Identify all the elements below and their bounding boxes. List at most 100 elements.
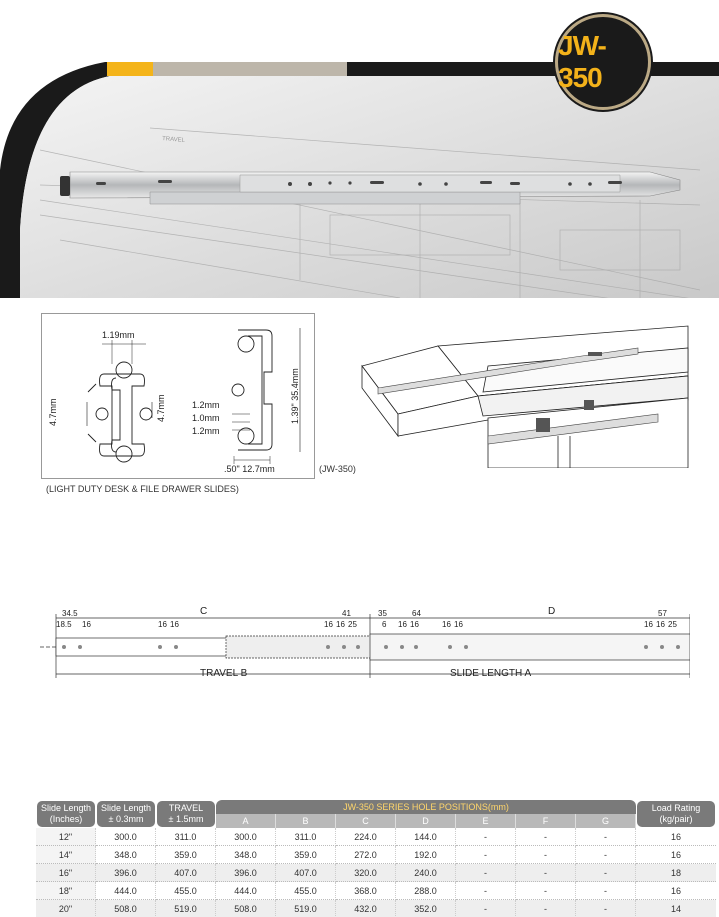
table-cell: 396.0 xyxy=(96,864,156,882)
label-6: 6 xyxy=(382,620,387,629)
label-16: 16 xyxy=(644,620,653,629)
header-slide-inches: Slide Length (Inches) xyxy=(36,800,96,828)
table-cell: 288.0 xyxy=(396,882,456,900)
label-25: 25 xyxy=(348,620,357,629)
header-col-g: G xyxy=(576,814,636,828)
label-18-5: 18.5 xyxy=(56,620,72,629)
table-cell: 508.0 xyxy=(216,900,276,917)
table-cell: 18 xyxy=(636,864,716,882)
table-cell: 12" xyxy=(36,828,96,846)
label-35: 35 xyxy=(378,609,387,618)
header-col-c: C xyxy=(336,814,396,828)
table-cell: 300.0 xyxy=(216,828,276,846)
table-cell: 407.0 xyxy=(156,864,216,882)
table-cell: 311.0 xyxy=(276,828,336,846)
label-16: 16 xyxy=(158,620,167,629)
travel-b-label: TRAVEL B xyxy=(200,668,248,679)
hero-banner: TRAVEL JW-350 xyxy=(0,0,719,298)
table-cell: - xyxy=(516,846,576,864)
label-16: 16 xyxy=(324,620,333,629)
dim-4-7mm-right: 4.7mm xyxy=(156,394,166,422)
table-cell: 444.0 xyxy=(216,882,276,900)
profile-drawing xyxy=(86,328,301,464)
table-cell: - xyxy=(576,900,636,917)
model-badge-text: JW-350 xyxy=(558,30,607,93)
dim-1-0mm: 1.0mm xyxy=(192,413,220,423)
drawer-isometric-drawing xyxy=(361,325,689,468)
dim-35-4mm: 1.39" 35.4mm xyxy=(290,368,300,424)
hero-travel-label: TRAVEL xyxy=(162,136,186,144)
table-cell: 359.0 xyxy=(156,846,216,864)
table-cell: - xyxy=(516,864,576,882)
label-16: 16 xyxy=(398,620,407,629)
table-cell: 16 xyxy=(636,882,716,900)
label-16: 16 xyxy=(410,620,419,629)
table-cell: 300.0 xyxy=(96,828,156,846)
table-cell: 444.0 xyxy=(96,882,156,900)
label-57: 57 xyxy=(658,609,667,618)
header-load-line1: Load Rating xyxy=(651,803,701,813)
table-cell: - xyxy=(456,846,516,864)
table-cell: - xyxy=(516,882,576,900)
header-load-rating: Load Rating (kg/pair) xyxy=(636,800,716,828)
dim-1-2mm-top: 1.2mm xyxy=(192,400,220,410)
header-slide-mm-line2: ± 0.3mm xyxy=(108,814,144,824)
label-c: C xyxy=(200,606,208,617)
hero-illustration: TRAVEL xyxy=(0,62,719,298)
header-travel-line2: ± 1.5mm xyxy=(168,814,204,824)
header-slide-mm-line1: Slide Length xyxy=(100,803,152,813)
header-col-f: F xyxy=(516,814,576,828)
label-41: 41 xyxy=(342,609,351,618)
header-col-e: E xyxy=(456,814,516,828)
label-16: 16 xyxy=(656,620,665,629)
dim-12-7mm: .50" 12.7mm xyxy=(224,464,275,474)
table-cell: - xyxy=(516,828,576,846)
header-load-line2: (kg/pair) xyxy=(659,814,693,824)
table-cell: 352.0 xyxy=(396,900,456,917)
label-16: 16 xyxy=(82,620,91,629)
table-cell: - xyxy=(576,882,636,900)
rail-dimension-drawing xyxy=(40,614,690,678)
dim-4-7mm-left: 4.7mm xyxy=(48,398,58,426)
table-cell: 348.0 xyxy=(216,846,276,864)
table-cell: 20" xyxy=(36,900,96,917)
header-col-a: A xyxy=(216,814,276,828)
header-slide-mm: Slide Length ± 0.3mm xyxy=(96,800,156,828)
label-25: 25 xyxy=(668,620,677,629)
table-cell: 396.0 xyxy=(216,864,276,882)
label-64: 64 xyxy=(412,609,421,618)
table-cell: - xyxy=(456,864,516,882)
table-cell: 14" xyxy=(36,846,96,864)
table-cell: 16 xyxy=(636,846,716,864)
table-cell: - xyxy=(576,846,636,864)
table-cell: - xyxy=(516,900,576,917)
table-cell: 320.0 xyxy=(336,864,396,882)
table-cell: 311.0 xyxy=(156,828,216,846)
table-cell: 519.0 xyxy=(156,900,216,917)
label-16: 16 xyxy=(442,620,451,629)
table-cell: 224.0 xyxy=(336,828,396,846)
table-cell: - xyxy=(456,828,516,846)
table-cell: - xyxy=(456,882,516,900)
header-hole-positions: JW-350 SERIES HOLE POSITIONS(mm) xyxy=(216,800,636,814)
header-slide-inches-line1: Slide Length xyxy=(40,803,92,813)
table-cell: 508.0 xyxy=(96,900,156,917)
table-cell: 368.0 xyxy=(336,882,396,900)
table-cell: 16" xyxy=(36,864,96,882)
table-cell: 16 xyxy=(636,828,716,846)
label-16: 16 xyxy=(454,620,463,629)
dim-1-2mm-bottom: 1.2mm xyxy=(192,426,220,436)
header-col-b: B xyxy=(276,814,336,828)
table-cell: 432.0 xyxy=(336,900,396,917)
header-col-d: D xyxy=(396,814,456,828)
table-cell: 14 xyxy=(636,900,716,917)
spec-table: Slide Length (Inches) Slide Length ± 0.3… xyxy=(36,800,716,917)
table-cell: 18" xyxy=(36,882,96,900)
label-16: 16 xyxy=(170,620,179,629)
